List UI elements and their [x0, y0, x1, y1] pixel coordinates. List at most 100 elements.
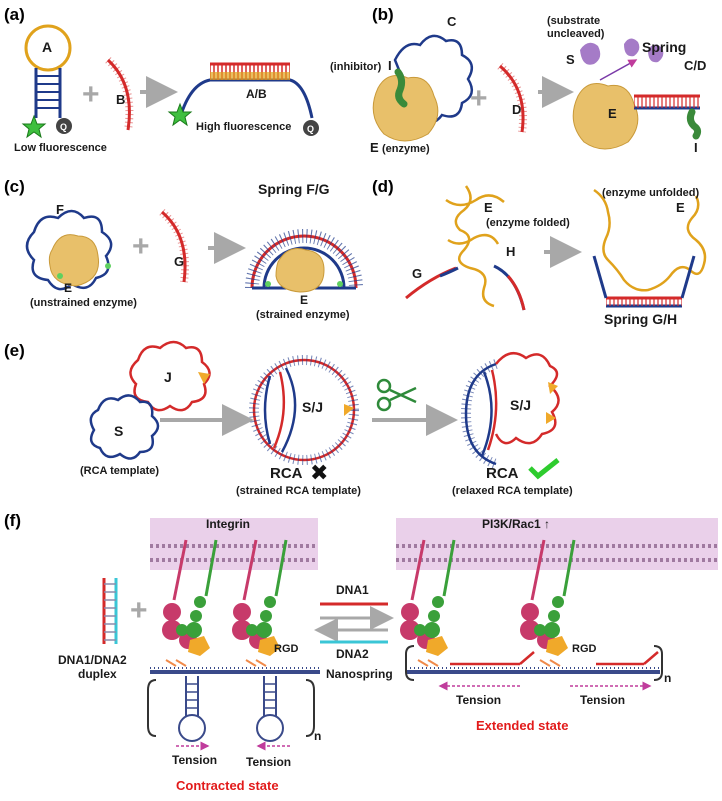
spring-fg-inner: [262, 246, 346, 289]
spring-pair-label: C/D: [684, 58, 706, 73]
s-caption: (RCA template): [80, 465, 159, 477]
plus-icon-f: +: [130, 594, 148, 627]
dna1-label: DNA1: [336, 583, 369, 597]
enzyme-blob-right: [572, 83, 639, 150]
enzyme-blob-c: [48, 234, 100, 287]
scissors-icon: [376, 378, 417, 412]
panel-e-tag: (e): [4, 341, 25, 360]
enzyme-label: E: [370, 140, 379, 155]
panel-d-tag: (d): [372, 177, 394, 196]
strand-g-label: G: [174, 254, 184, 269]
integrin-left-2: [232, 539, 288, 656]
strand-b: [106, 58, 131, 131]
cleavage-arrow: [599, 59, 638, 81]
duplex-label: A/B: [246, 87, 267, 101]
strand-g-d-label: G: [412, 266, 422, 281]
substrate-note2: uncleaved): [547, 28, 605, 40]
low-fluorescence-caption: Low fluorescence: [14, 142, 107, 154]
spring-word: Spring: [642, 39, 686, 55]
duplex-line1: DNA1/DNA2: [58, 653, 127, 667]
high-fluorescence-caption: High fluorescence: [196, 121, 291, 133]
strand-d: [499, 64, 525, 133]
loop-j: [129, 340, 211, 412]
substrate-icon: [580, 42, 601, 65]
enzyme-blob: [372, 75, 439, 142]
loop-s: [89, 394, 160, 460]
bracket-left-open: [147, 679, 157, 737]
tension-label-1: Tension: [172, 753, 217, 767]
panel-f: (f) Integrin PI3K/Rac1 ↑: [4, 511, 718, 793]
cross-icon: ✖: [310, 461, 328, 486]
hairpin-label: A: [42, 39, 52, 55]
rca-relaxed-red: [494, 351, 560, 445]
strand-h: [493, 264, 526, 311]
nanospring-label: Nanospring: [326, 667, 393, 681]
loop-f: [25, 209, 113, 291]
integrin-right-1: [400, 539, 456, 656]
bracket-right-close: [653, 645, 663, 681]
inhibitor-released-icon: [686, 108, 702, 140]
panel-a-tag: (a): [4, 5, 25, 24]
enzyme-label-d-right: E: [676, 200, 685, 215]
tension-label-4: Tension: [580, 693, 625, 707]
rgd-left-label: RGD: [274, 643, 299, 655]
loop-j-label: J: [164, 369, 172, 385]
panel-b: (b) C (inhibitor) I E (enzyme) + D (subs…: [330, 5, 706, 155]
fluorophore-free-icon: [167, 102, 193, 127]
plus-icon: +: [82, 78, 100, 111]
panel-e: (e) J S (RCA template) S/J RCA ✖ (strain…: [4, 340, 573, 497]
strained-caption: (strained enzyme): [256, 309, 350, 321]
loop-c: [393, 34, 474, 124]
integrin-left-1: [162, 539, 218, 656]
folded-note: (enzyme folded): [486, 217, 570, 229]
bracket-right-open: [405, 645, 415, 681]
quencher-letter: Q: [60, 122, 67, 132]
integrin-right-2: [520, 539, 576, 656]
plus-icon-b: +: [470, 82, 488, 115]
cleavage-site-icon: [198, 372, 210, 384]
quencher-free-icon: [303, 120, 319, 136]
unstrained-caption: (unstrained enzyme): [30, 297, 137, 309]
duplex-line2: duplex: [78, 667, 117, 681]
tension-label-3: Tension: [456, 693, 501, 707]
quencher-icon: [56, 118, 72, 134]
inhibitor-icon: [394, 68, 408, 108]
pi3k-label: PI3K/Rac1: [482, 517, 541, 531]
spring-fg-title: Spring F/G: [258, 181, 330, 197]
inhibitor-letter: I: [388, 58, 392, 73]
strand-d-label: D: [512, 102, 521, 117]
enzyme-label-c: E: [64, 281, 72, 295]
tension-label-2: Tension: [246, 755, 291, 769]
checkmark-icon: [528, 458, 560, 480]
sj-label-right: S/J: [510, 397, 531, 413]
fluorophore-star-icon: [21, 114, 47, 139]
enzyme-label-d: E: [484, 200, 493, 215]
enzyme-tag: (enzyme): [382, 143, 430, 155]
strand-h-label: H: [506, 244, 515, 259]
rca-right-caption: (relaxed RCA template): [452, 485, 573, 497]
bracket-left-close: [305, 679, 315, 737]
enzyme-label-c-right: E: [300, 293, 308, 307]
spring-fg-outer: [250, 234, 358, 289]
unfolded-note: (enzyme unfolded): [602, 187, 700, 199]
n-right: n: [664, 671, 671, 685]
quencher-letter-right: Q: [307, 124, 314, 134]
inhibitor-right: I: [694, 140, 698, 155]
extended-state-label: Extended state: [476, 718, 568, 733]
loop-s-label: S: [114, 423, 123, 439]
sj-label: S/J: [302, 399, 323, 415]
inhibitor-tag: (inhibitor): [330, 61, 382, 73]
rca-left-caption: (strained RCA template): [236, 485, 361, 497]
substrate-fragment-icon: [624, 38, 640, 57]
panel-b-tag: (b): [372, 5, 394, 24]
hairpin-loop: [24, 24, 72, 72]
hairpin-left-1: [178, 676, 206, 742]
panel-f-tag: (f): [4, 511, 21, 530]
up-arrow-icon: ↑: [544, 517, 550, 531]
spring-gh-title: Spring G/H: [604, 311, 677, 327]
rca-left-label: RCA: [270, 465, 303, 482]
rca-right-label: RCA: [486, 465, 519, 482]
panel-a: (a) A Q Low fluorescence + B A/B Q: [4, 5, 319, 154]
hairpin-left-2: [256, 676, 284, 742]
